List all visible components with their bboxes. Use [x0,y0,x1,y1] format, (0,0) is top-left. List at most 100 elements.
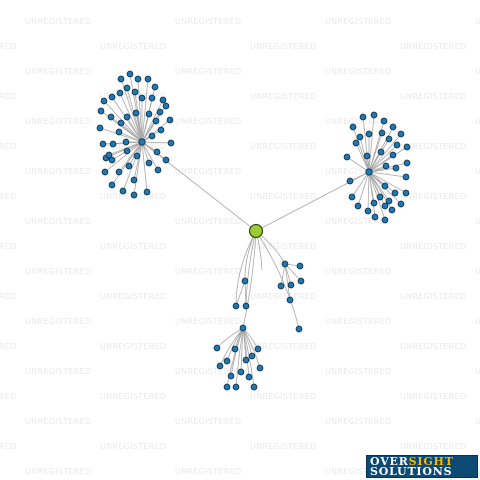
graph-edge [368,144,398,173]
graph-edge [242,230,257,329]
leaf-node [99,140,107,148]
leaf-node [145,159,153,167]
leaf-node [151,83,159,91]
graph-edge [235,327,244,388]
graph-edge [367,171,370,212]
leaf-node [132,109,140,117]
graph-edge [284,263,291,301]
leaf-node [365,130,373,138]
cluster-hub-node [138,138,146,146]
graph-edge [368,171,386,207]
leaf-node [232,383,240,391]
watermark-text: UNREGISTERED [475,17,480,26]
graph-edge [135,112,143,143]
leaf-node [167,139,175,147]
leaf-node [143,188,151,196]
leaf-node [117,119,125,127]
graph-edge [346,156,370,173]
watermark-text: UNREGISTERED [250,142,316,151]
graph-edge [141,141,172,144]
graph-edge [284,263,292,286]
intermediate-node [241,277,249,285]
leaf-node [352,139,360,147]
watermark-text: UNREGISTERED [175,367,241,376]
watermark-text: UNREGISTERED [400,392,466,401]
watermark-text: UNREGISTERED [400,42,466,51]
watermark-text: UNREGISTERED [250,392,316,401]
watermark-text: UNREGISTERED [0,292,16,301]
leaf-node [371,213,379,221]
watermark-layer: UNREGISTERED UNREGISTERED UNREGISTERED UNRE… [0,17,480,476]
watermark-text: UNREGISTERED [475,117,480,126]
graph-edge [284,263,302,282]
leaf-node [377,148,385,156]
watermark-text: UNREGISTERED [475,367,480,376]
leaf-node [96,124,104,132]
leaf-node [378,129,386,137]
graph-edge [368,133,402,173]
graph-edge [245,230,257,307]
watermark-text: UNREGISTERED [400,92,466,101]
watermark-text: UNREGISTERED [175,467,241,476]
watermark-text: UNREGISTERED [400,192,466,201]
watermark-text: UNREGISTERED [25,67,91,76]
watermark-text: UNREGISTERED [475,217,480,226]
watermark-text: UNREGISTERED [325,117,391,126]
graph-edge [141,78,149,143]
leaf-node [216,362,224,370]
leaf-node [227,372,235,380]
leaf-node [97,107,105,115]
leaf-node [126,70,134,78]
watermark-text: UNREGISTERED [325,17,391,26]
watermark-text: UNREGISTERED [475,417,480,426]
leaf-node [380,117,388,125]
leaf-node [108,93,116,101]
leaf-node [359,113,367,121]
intermediate-node [281,260,289,268]
watermark-text: UNREGISTERED [475,317,480,326]
graph-edge [141,141,257,232]
graph-edge [216,327,244,349]
leaf-node [133,152,141,160]
leaf-node [388,206,396,214]
watermark-text: UNREGISTERED [325,267,391,276]
leaf-node [148,94,156,102]
intermediate-node [242,302,250,310]
leaf-node [363,152,371,160]
leaf-node [213,344,221,352]
leaf-node [376,193,384,201]
leaf-node [349,123,357,131]
leaf-node [123,84,131,92]
watermark-text: UNREGISTERED [400,242,466,251]
graph-edge [134,91,143,143]
watermark-text: UNREGISTERED [400,142,466,151]
leaf-node [130,191,138,199]
leaf-node [156,108,164,116]
leaf-node [348,193,356,201]
watermark-text: UNREGISTERED [100,292,166,301]
leaf-node [223,357,231,365]
watermark-text: UNREGISTERED [250,442,316,451]
leaf-node [107,113,115,121]
watermark-text: UNREGISTERED [475,267,480,276]
graph-edge [351,171,370,198]
watermark-text: UNREGISTERED [325,167,391,176]
graph-edge [226,327,244,388]
leaf-node [131,88,139,96]
watermark-text: UNREGISTERED [175,167,241,176]
leaf-node [382,162,390,170]
leaf-node [381,216,389,224]
graph-edge [368,171,407,178]
graph-edge [352,126,370,173]
leaf-node [356,133,364,141]
leaf-node [157,126,165,134]
watermark-text: UNREGISTERED [325,367,391,376]
graph-edge [99,127,143,143]
graph-edge [355,142,370,173]
leaf-node [277,282,285,290]
leaf-node [100,97,108,105]
watermark-text: UNREGISTERED [0,442,16,451]
leaf-node [296,262,304,270]
watermark-text: UNREGISTERED [0,92,16,101]
